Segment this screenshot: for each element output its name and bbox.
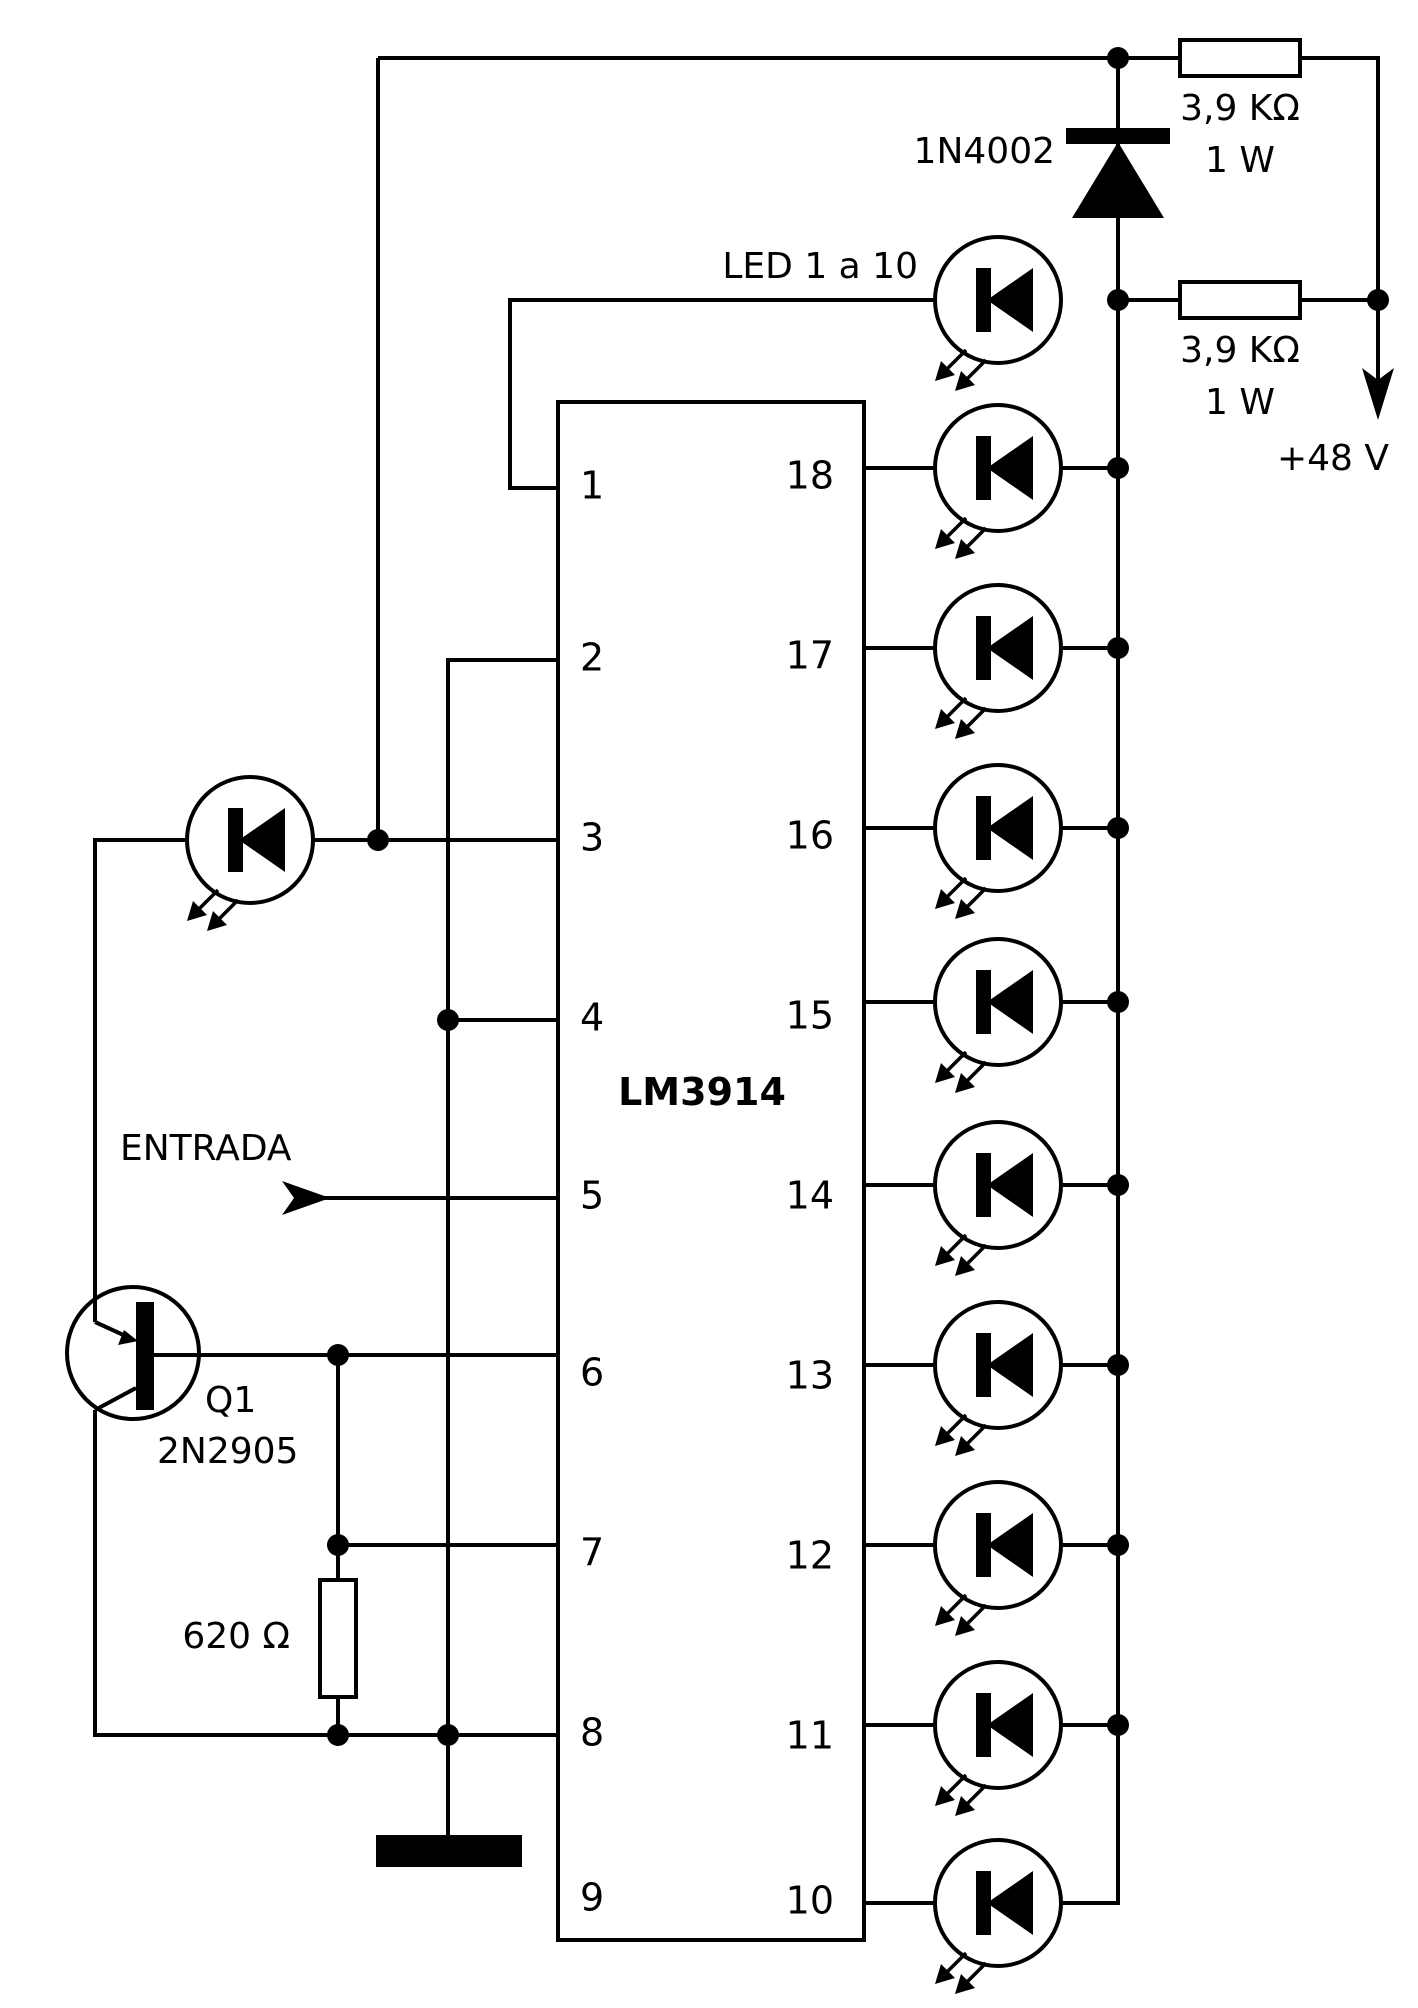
junction-dot	[327, 1344, 349, 1366]
wire-anode-bus	[1062, 58, 1120, 1905]
resistor-620-label: 620 Ω	[182, 1616, 290, 1657]
junction-dot	[1107, 47, 1129, 69]
input-label: ENTRADA	[120, 1128, 292, 1169]
junction-dot	[1107, 1354, 1129, 1376]
junction-dot	[1367, 289, 1389, 311]
ic-lm3914-body	[556, 400, 866, 1942]
pin-18: 18	[786, 454, 834, 498]
diode-triangle	[1072, 142, 1164, 218]
junction-dot	[437, 1724, 459, 1746]
diode-1n4002	[1066, 128, 1170, 218]
resistor-top-value: 3,9 KΩ	[1180, 88, 1300, 129]
resistor-620	[318, 1578, 358, 1699]
junction-dot	[437, 1009, 459, 1031]
pin-6: 6	[580, 1351, 604, 1395]
led-pin3-icon	[185, 775, 315, 933]
junction-dot	[1107, 457, 1129, 479]
pin-4: 4	[580, 996, 604, 1040]
pin-1: 1	[580, 464, 604, 508]
pin-16: 16	[786, 814, 834, 858]
led-icon	[933, 403, 1063, 561]
led-icon	[933, 937, 1063, 1095]
wire-top-right	[1300, 56, 1380, 302]
transistor-ref: Q1	[205, 1380, 256, 1421]
junction-dot	[327, 1534, 349, 1556]
pin-17: 17	[786, 634, 834, 678]
pin-10: 10	[786, 1879, 834, 1923]
transistor-emitter-arrow	[118, 1330, 138, 1345]
junction-dot	[1107, 1714, 1129, 1736]
resistor-mid-value: 3,9 KΩ	[1180, 330, 1300, 371]
transistor-part: 2N2905	[157, 1431, 298, 1472]
diode-label: 1N4002	[914, 131, 1055, 172]
junction-dot	[1107, 817, 1129, 839]
pin-8: 8	[580, 1711, 604, 1755]
pin-5: 5	[580, 1174, 604, 1218]
pin-3: 3	[580, 816, 604, 860]
resistor-top-power: 1 W	[1205, 140, 1275, 181]
led-icon	[933, 1660, 1063, 1818]
wire-pin8	[93, 1410, 558, 1737]
led-icon	[933, 1838, 1063, 1996]
junction-dot	[1107, 1174, 1129, 1196]
led-icon	[933, 583, 1063, 741]
wire-pin1	[508, 298, 935, 490]
transistor-q1	[65, 1285, 201, 1421]
pin-13: 13	[786, 1354, 834, 1398]
led-icon	[933, 763, 1063, 921]
junctions	[327, 47, 1389, 1746]
junction-dot	[1107, 289, 1129, 311]
ground-symbol	[376, 1835, 522, 1867]
junction-dot	[1107, 637, 1129, 659]
junction-dot	[1107, 1534, 1129, 1556]
led-bar	[933, 235, 1063, 1996]
supply-label: +48 V	[1277, 438, 1389, 479]
resistor-middle	[1178, 280, 1302, 320]
wire-pin3-led-left	[93, 838, 190, 1322]
transistor-base-bar	[136, 1302, 154, 1410]
junction-dot	[1107, 991, 1129, 1013]
ic-right-pins: 18 17 16 15 14 13 12 11 10	[786, 454, 834, 1923]
ic-name: LM3914	[618, 1070, 786, 1114]
led-icon	[933, 1300, 1063, 1458]
led-icon	[933, 1480, 1063, 1638]
input-arrow-icon	[282, 1181, 330, 1215]
junction-dot	[367, 829, 389, 851]
pin-11: 11	[786, 1714, 834, 1758]
resistor-mid-power: 1 W	[1205, 382, 1275, 423]
led-icon	[933, 235, 1063, 393]
pin-9: 9	[580, 1876, 604, 1920]
supply-arrow-icon	[1362, 368, 1394, 420]
junction-dot	[327, 1724, 349, 1746]
pin-15: 15	[786, 994, 834, 1038]
led-bar-label: LED 1 a 10	[722, 246, 918, 287]
diode-cathode-bar	[1066, 128, 1170, 144]
pin-2: 2	[580, 636, 604, 680]
pin-12: 12	[786, 1534, 834, 1578]
wire-pin2-ground	[446, 658, 558, 1835]
resistor-top	[1178, 38, 1302, 78]
pin-7: 7	[580, 1531, 604, 1575]
pin-14: 14	[786, 1174, 834, 1218]
ic-left-pins: 1 2 3 4 5 6 7 8 9	[580, 464, 604, 1920]
transistor-collector	[94, 1386, 137, 1412]
led-icon	[933, 1120, 1063, 1278]
